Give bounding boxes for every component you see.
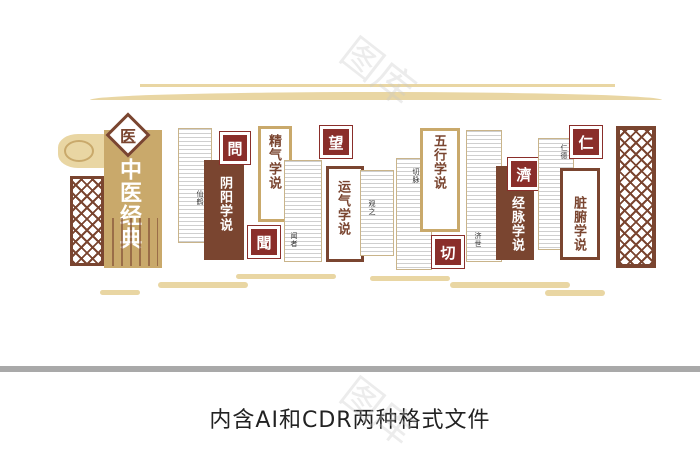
caption-1: 仙鹤 [196,190,204,206]
ren-seal [569,125,603,159]
wen2-seal-text: 聞 [256,233,272,252]
caption-2: 闻者 [290,232,298,248]
ji-seal-text: 濟 [516,165,532,184]
caption-6: 仁德 [560,144,568,160]
bamboo-decoration [112,218,158,266]
floor-cloud-3 [370,276,450,281]
yunqi-title: 运气学说 [335,180,350,236]
wen-seal [219,131,251,165]
main-title-seal-text: 医 [119,127,136,146]
wang-seal [319,125,353,159]
ren-seal-text: 仁 [578,133,594,152]
caption-5: 济世 [474,232,482,248]
floor-cloud-6 [100,290,140,295]
qie-seal [431,235,465,269]
caption-4: 切脉 [412,168,420,184]
top-eave-beam [140,84,615,87]
floor-cloud-4 [450,282,570,288]
yinyang-panel [204,160,244,260]
text-card-2 [284,160,322,262]
format-note: 内含AI和CDR两种格式文件 [209,408,491,433]
wen-seal-text: 問 [227,139,243,158]
jingqi-title: 精气学说 [266,134,281,190]
right-lattice-panel [616,126,656,268]
wuxing-frame [420,128,460,232]
left-cloud-inner [64,140,94,162]
qie-seal-text: 切 [440,243,456,262]
zangfu-frame [560,168,600,260]
text-card-3 [360,170,394,256]
top-eave-line [90,92,662,100]
floor-cloud-1 [158,282,248,288]
yinyang-title: 阴阳学说 [217,176,232,232]
wuxing-title: 五行学说 [431,134,446,190]
wen2-seal [247,225,281,259]
yunqi-frame [326,166,364,262]
section-divider [0,366,700,372]
floor-cloud-5 [545,290,605,296]
design-canvas: 医 中医经典 阴阳学说 問 仙鹤 精气学说 聞 闻者 望 运气学说 观之 五行学… [58,84,662,296]
zangfu-title: 脏腑学说 [571,196,586,252]
jingmai-title: 经脉学说 [509,196,524,252]
floor-cloud-2 [236,274,336,279]
caption-area [0,372,700,459]
left-lattice-panel [70,176,104,266]
caption-3: 观之 [368,200,376,216]
wang-seal-text: 望 [328,133,344,152]
